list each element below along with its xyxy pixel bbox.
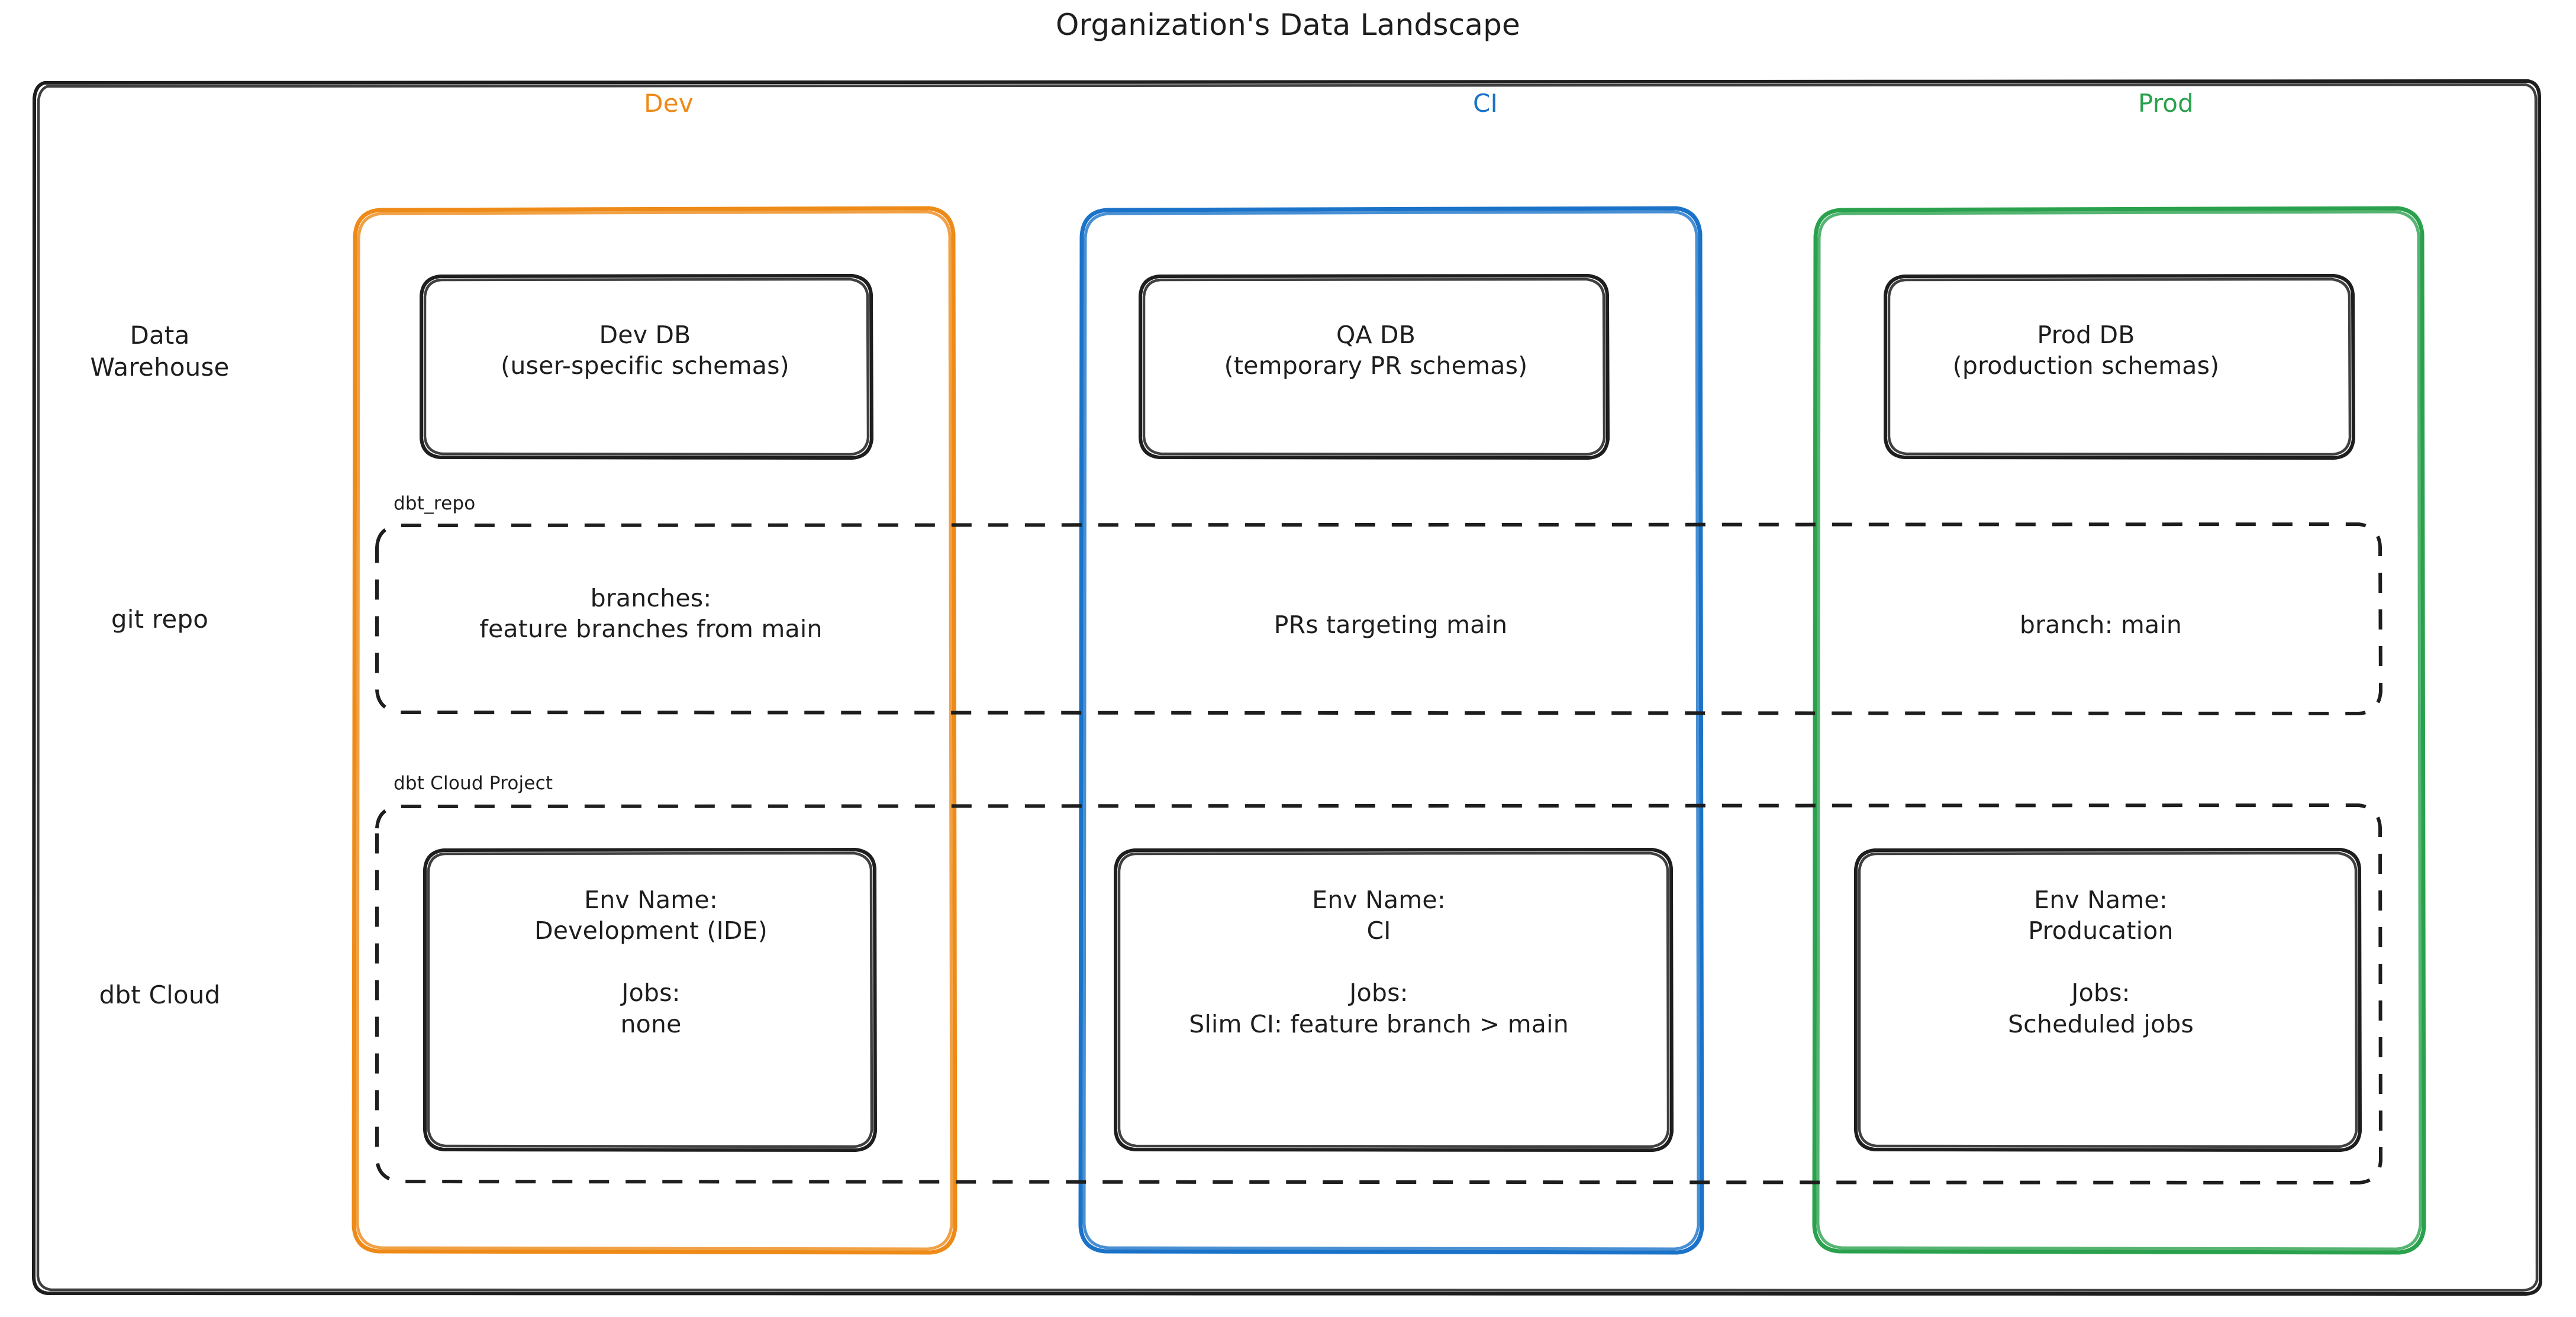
row-label-git-repo: git repo — [111, 605, 209, 634]
node-label-ci-dbt-env: Env Name: CI Jobs: Slim CI: feature bran… — [1189, 886, 1569, 1038]
node-label-dev-dbt-env: Env Name: Development (IDE) Jobs: none — [534, 886, 768, 1038]
row-label-dbt-cloud: dbt Cloud — [99, 980, 221, 1009]
node-label-dev-git: branches: feature branches from main — [479, 584, 823, 644]
column-header-dev: Dev — [644, 89, 694, 118]
outer-frame — [32, 79, 2542, 1296]
row-label-data-warehouse: Data Warehouse — [90, 321, 230, 382]
column-header-prod: Prod — [2137, 89, 2194, 118]
node-label-ci-git: PRs targeting main — [1274, 611, 1508, 639]
group-label-dbt-cloud-project: dbt Cloud Project — [394, 773, 553, 794]
page-title: Organization's Data Landscape — [1055, 8, 1521, 42]
node-label-prod-dbt-env: Env Name: Producation Jobs: Scheduled jo… — [2007, 886, 2194, 1038]
node-label-prod-db: Prod DB (production schemas) — [1952, 321, 2220, 380]
column-header-ci: CI — [1472, 89, 1498, 118]
node-label-dev-db: Dev DB (user-specific schemas) — [501, 321, 789, 380]
node-label-prod-git: branch: main — [2019, 611, 2182, 639]
node-label-qa-db: QA DB (temporary PR schemas) — [1224, 321, 1528, 380]
group-label-dbt-repo: dbt_repo — [394, 493, 476, 514]
